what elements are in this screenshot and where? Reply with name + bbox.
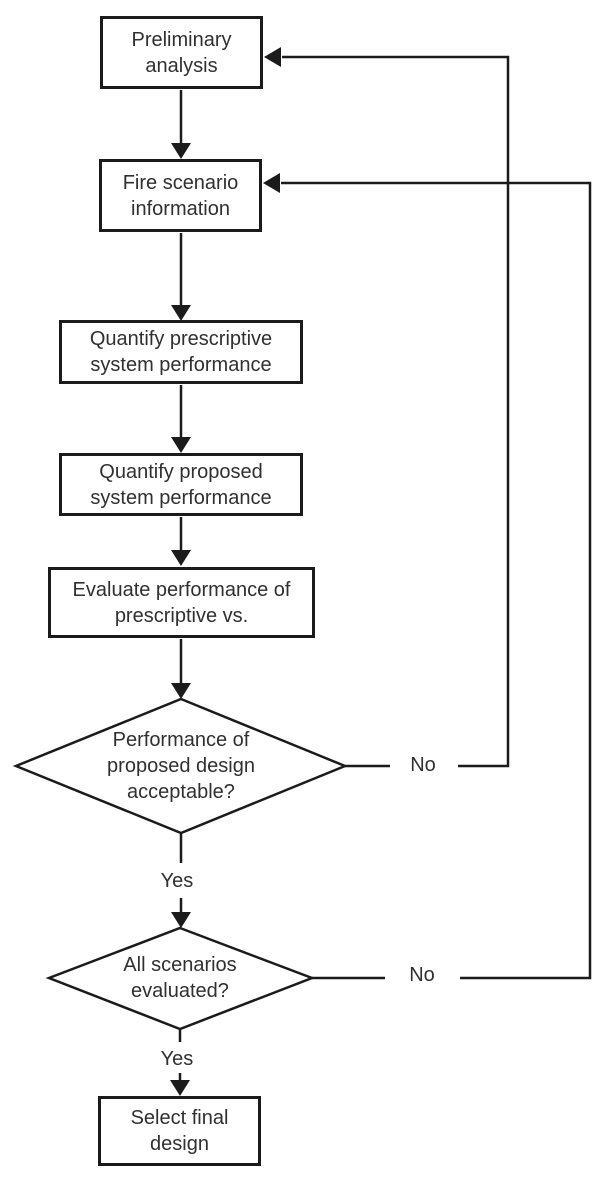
arrowhead-loop1-into-preliminary	[264, 47, 281, 67]
node-label-line: Preliminary	[131, 28, 232, 51]
node-label-line: prescriptive vs.	[114, 604, 249, 627]
no-loop2-segment-right	[281, 181, 592, 980]
node-quantify-proposed: Quantify proposed system performance	[59, 453, 303, 516]
arrowhead-into-decision2	[171, 912, 191, 928]
node-label-line: All scenarios	[123, 954, 237, 976]
node-label-line: system performance	[90, 486, 272, 509]
edge-label-performance-no: No	[408, 754, 438, 776]
arrowhead-into-prescriptive	[171, 305, 191, 321]
arrowhead-into-select-final	[170, 1080, 190, 1096]
node-label-line: proposed design	[107, 755, 255, 777]
node-label-line: evaluated?	[131, 980, 229, 1002]
decision-performance-acceptable-label: Performance of proposed design acceptabl…	[107, 727, 255, 805]
node-label-line: design	[150, 1133, 209, 1155]
arrowhead-into-proposed	[171, 437, 191, 453]
node-label-line: Quantify proposed	[99, 460, 263, 483]
node-quantify-prescriptive: Quantify prescriptive system performance	[59, 320, 303, 384]
arrowhead-loop2-into-fire	[263, 173, 280, 193]
node-label-line: information	[131, 197, 230, 220]
node-label-line: Evaluate performance of	[72, 578, 291, 601]
arrowhead-into-evaluate	[171, 550, 191, 566]
node-evaluate-performance: Evaluate performance of prescriptive vs.	[48, 567, 315, 638]
node-label-line: Quantify prescriptive	[89, 328, 273, 350]
arrowhead-into-fire	[171, 143, 191, 159]
arrowhead-into-decision1	[171, 683, 191, 699]
edge-label-scenarios-yes: Yes	[158, 1048, 196, 1070]
node-preliminary-analysis: Preliminary analysis	[100, 16, 263, 89]
node-label-line: system performance	[90, 354, 272, 376]
decision-all-scenarios-label: All scenarios evaluated?	[123, 952, 236, 1004]
no-loop1-segment-right	[282, 55, 510, 768]
node-select-final-design: Select final design	[98, 1096, 261, 1166]
node-label-line: acceptable?	[127, 781, 235, 803]
node-label-line: Performance of	[112, 729, 250, 751]
node-label-line: Select final	[130, 1107, 229, 1129]
diamond-all-scenarios-shape	[45, 926, 316, 1031]
node-fire-scenario-information: Fire scenario information	[99, 159, 262, 232]
node-label-line: Fire scenario	[122, 171, 239, 194]
node-label-line: analysis	[145, 54, 218, 77]
edge-label-scenarios-no: No	[407, 964, 437, 986]
edge-label-performance-yes: Yes	[158, 870, 196, 892]
diamond-performance-acceptable-shape	[12, 697, 349, 835]
